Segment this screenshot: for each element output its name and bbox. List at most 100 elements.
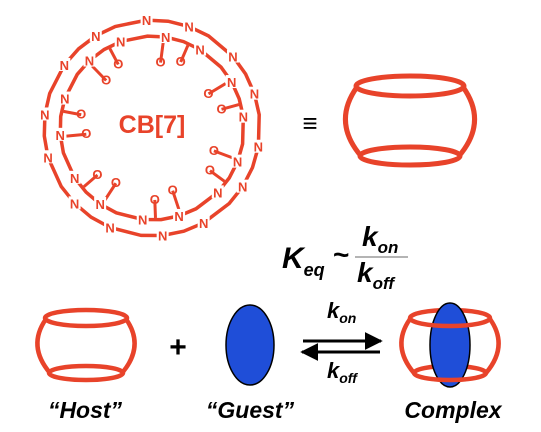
oxygen-atom: O [150, 192, 160, 207]
nitrogen-atom: N [250, 87, 259, 102]
complex-label: Complex [404, 397, 502, 423]
nitrogen-atom-bg [159, 30, 172, 44]
carbonyl-bond [103, 182, 118, 201]
svg-text:Keq: Keq [282, 242, 325, 280]
svg-text:kon: kon [362, 221, 398, 257]
svg-text:koff: koff [327, 358, 358, 386]
oxygen-atom: O [209, 143, 219, 158]
nitrogen-atom-bg [83, 53, 96, 67]
nitrogen-atom: N [161, 30, 170, 45]
nitrogen-atom: N [233, 155, 242, 170]
nitrogen-atom: N [138, 213, 147, 228]
carbonyl-bond [221, 103, 240, 111]
reverse-rate-subscript: off [339, 370, 358, 386]
equilibrium-equation: Keq ~ kon koff [282, 221, 408, 293]
oxygen-atom: O [113, 56, 123, 71]
carbonyl-bond [207, 82, 227, 96]
reverse-rate-symbol: k [327, 358, 341, 383]
nitrogen-atom-bg [248, 86, 261, 100]
carbonyl-bond [209, 169, 226, 183]
equilibrium-arrows: kon koff [300, 298, 383, 386]
oxygen-atom: O [168, 183, 178, 198]
carbonyl-bond [91, 65, 108, 82]
nitrogen-atom: N [184, 20, 193, 35]
complex-barrel-front [399, 317, 501, 383]
nitrogen-atom: N [116, 35, 125, 50]
nitrogen-atom-bg [252, 139, 265, 153]
nitrogen-atom: N [85, 54, 94, 69]
forward-rate-subscript: on [339, 310, 356, 326]
nitrogen-atom-bg [211, 185, 224, 199]
carbonyl-bond [108, 47, 120, 66]
host-label: “Host” [48, 397, 123, 423]
nitrogen-atom-bg [197, 215, 210, 229]
nitrogen-atom: N [239, 110, 248, 125]
plus-sign: + [169, 331, 187, 364]
equivalence-symbol: ≡ [302, 108, 317, 138]
nitrogen-atom: N [142, 13, 151, 28]
nitrogen-atom: N [40, 107, 49, 122]
approx-symbol: ~ [333, 239, 349, 270]
nitrogen-atom-bg [183, 19, 196, 33]
nitrogen-atom-bg [42, 150, 55, 164]
carbonyl-bond [179, 44, 190, 63]
host-barrel [35, 307, 137, 383]
nitrogen-atom: N [60, 92, 69, 107]
guest-label: “Guest” [206, 397, 295, 423]
nitrogen-atom-bg [140, 13, 153, 27]
nitrogen-atom-bg [68, 170, 81, 184]
carbonyl-bond [153, 199, 157, 218]
oxygen-atom: O [155, 55, 165, 70]
nitrogen-atom: N [228, 50, 237, 65]
nitrogen-atom-bg [89, 28, 102, 42]
nitrogen-atom-bg [194, 42, 207, 56]
carbonyl-bond [171, 190, 181, 211]
oxygen-atom: O [101, 73, 111, 88]
oxygen-atom: O [203, 86, 213, 101]
nitrogen-atom: N [70, 196, 79, 211]
nitrogen-atom-bg [237, 109, 250, 123]
nitrogen-atom-bg [58, 57, 71, 71]
nitrogen-atom-bg [54, 127, 67, 141]
cb7-label: CB[7] [119, 111, 186, 139]
nitrogen-atom-bg [173, 208, 186, 222]
nitrogen-atom-bg [114, 34, 127, 48]
nitrogen-atom: N [56, 128, 65, 143]
nitrogen-atom: N [158, 228, 167, 243]
nitrogen-atom-bg [68, 196, 81, 210]
nitrogen-atom-bg [236, 179, 249, 193]
forward-rate-symbol: k [327, 298, 341, 323]
carbonyl-bond [66, 132, 87, 138]
nitrogen-atom: N [95, 197, 104, 212]
carbonyl-bond [63, 109, 82, 117]
nitrogen-atom: N [70, 171, 79, 186]
guest-ellipse [225, 304, 275, 386]
oxygen-atom: O [205, 163, 215, 178]
nitrogen-atom-bg [226, 49, 239, 63]
carbonyl-bond [213, 149, 234, 160]
nitrogen-atom-bg [94, 196, 107, 210]
svg-text:koff: koff [357, 257, 396, 293]
oxygen-atom: O [111, 175, 121, 190]
nitrogen-atom: N [174, 209, 183, 224]
nitrogen-atom: N [91, 29, 100, 44]
koff-subscript: off [373, 274, 397, 293]
nitrogen-atom-bg [225, 75, 238, 89]
nitrogen-atom: N [238, 180, 247, 195]
nitrogen-atom: N [227, 75, 236, 90]
nitrogen-atom-bg [156, 228, 169, 242]
nitrogen-atom-bg [104, 220, 117, 234]
nitrogen-atom-bg [58, 91, 71, 105]
oxygen-atom: O [76, 107, 86, 122]
oxygen-atom: O [92, 167, 102, 182]
complex-guest-ellipse [429, 302, 471, 388]
nitrogen-atom: N [43, 150, 52, 165]
oxygen-atom: O [81, 126, 91, 141]
nitrogen-atom: N [254, 140, 263, 155]
svg-text:kon: kon [327, 298, 356, 326]
carbonyl-bond [82, 173, 99, 188]
nitrogen-atom: N [60, 58, 69, 73]
nitrogen-atom: N [199, 216, 208, 231]
